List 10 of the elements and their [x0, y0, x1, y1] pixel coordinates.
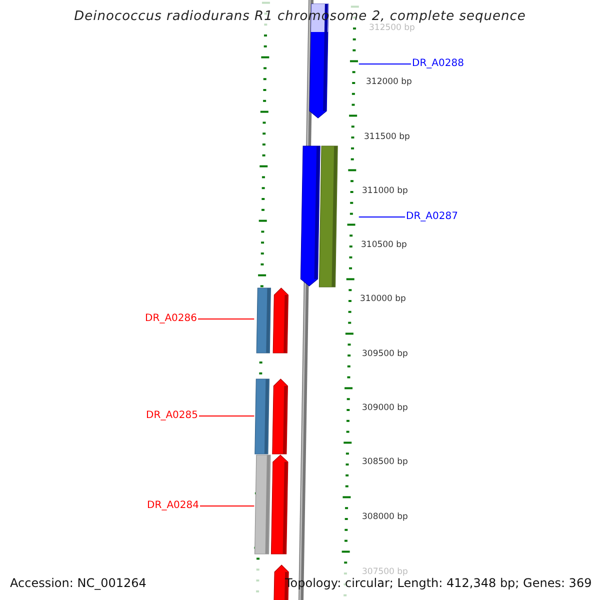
gene-label: DR_A0286 — [145, 313, 197, 325]
leader-line — [358, 216, 406, 218]
scale-track — [254, 2, 270, 592]
leader-line — [198, 318, 255, 320]
gene-label: DR_A0288 — [412, 58, 464, 70]
gene-label: DR_A0284 — [147, 500, 199, 512]
scale-label: 312500 bp — [369, 23, 415, 33]
gene-label: DR_A0285 — [146, 410, 198, 422]
accession-text: Accession: NC_001264 — [10, 576, 146, 590]
gene-label: DR_A0287 — [406, 211, 458, 223]
